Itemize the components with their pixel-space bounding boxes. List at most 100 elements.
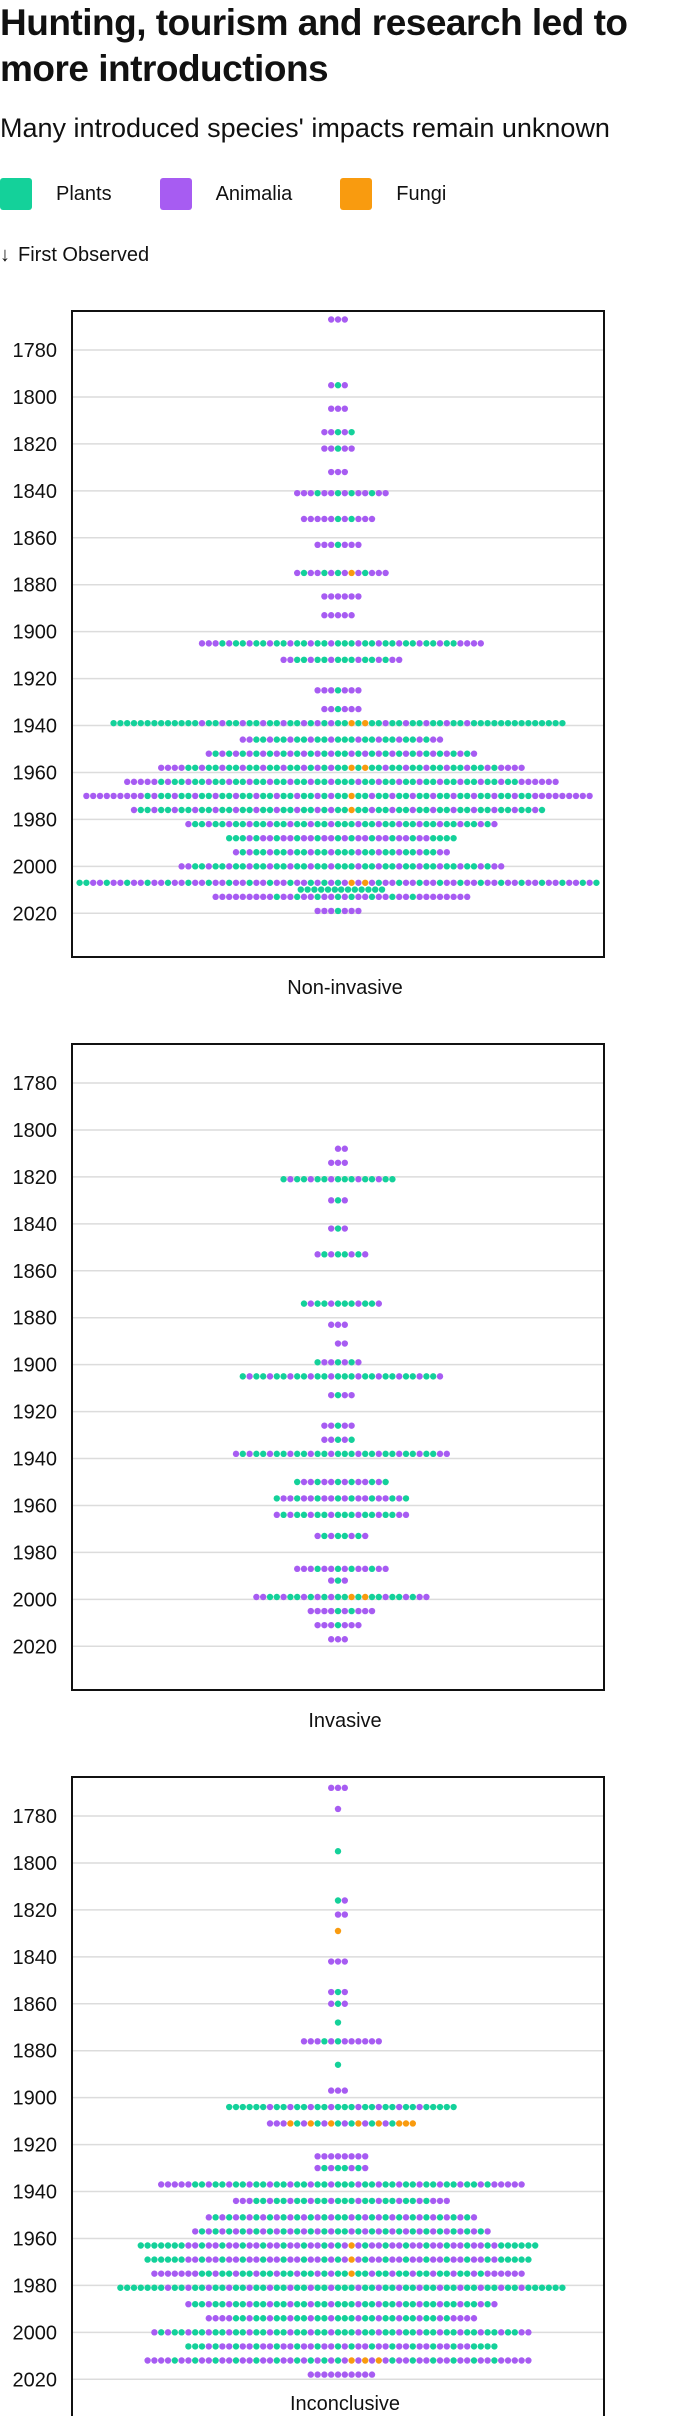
dot-plants[interactable] xyxy=(334,1422,342,1429)
dot-animalia[interactable] xyxy=(341,2371,348,2378)
dot-plants[interactable] xyxy=(416,764,423,771)
dot-plants[interactable] xyxy=(511,2284,518,2291)
dot-plants[interactable] xyxy=(334,806,342,814)
dot-animalia[interactable] xyxy=(280,719,287,727)
dot-fungi[interactable] xyxy=(334,1927,342,1935)
dot-plants[interactable] xyxy=(552,2284,559,2291)
dot-plants[interactable] xyxy=(334,1988,342,1996)
dot-animalia[interactable] xyxy=(328,1478,335,1486)
dot-plants[interactable] xyxy=(450,2214,457,2221)
dot-animalia[interactable] xyxy=(375,569,382,577)
dot-animalia[interactable] xyxy=(300,1478,308,1486)
dot-animalia[interactable] xyxy=(307,2181,314,2188)
dot-animalia[interactable] xyxy=(518,2181,525,2188)
dot-animalia[interactable] xyxy=(334,1958,342,1965)
dot-animalia[interactable] xyxy=(328,2000,335,2007)
dot-plants[interactable] xyxy=(341,2315,348,2322)
dot-plants[interactable] xyxy=(334,907,342,915)
dot-plants[interactable] xyxy=(253,863,260,870)
dot-animalia[interactable] xyxy=(287,2197,294,2205)
dot-animalia[interactable] xyxy=(246,834,253,842)
dot-animalia[interactable] xyxy=(355,1511,362,1519)
dot-animalia[interactable] xyxy=(314,687,321,694)
dot-plants[interactable] xyxy=(368,1565,376,1573)
dot-animalia[interactable] xyxy=(266,2181,274,2188)
dot-animalia[interactable] xyxy=(110,792,117,800)
dot-plants[interactable] xyxy=(117,719,124,727)
dot-plants[interactable] xyxy=(409,2343,416,2350)
dot-animalia[interactable] xyxy=(355,2242,362,2249)
dot-plants[interactable] xyxy=(477,719,484,727)
dot-animalia[interactable] xyxy=(457,2214,464,2221)
dot-animalia[interactable] xyxy=(239,2343,246,2350)
dot-plants[interactable] xyxy=(144,2284,151,2291)
dot-plants[interactable] xyxy=(430,2181,437,2188)
dot-animalia[interactable] xyxy=(436,2300,444,2308)
dot-animalia[interactable] xyxy=(409,2270,416,2277)
dot-animalia[interactable] xyxy=(321,1422,328,1429)
dot-plants[interactable] xyxy=(552,719,559,727)
dot-animalia[interactable] xyxy=(300,2228,308,2235)
dot-plants[interactable] xyxy=(532,719,539,727)
dot-plants[interactable] xyxy=(341,1511,348,1519)
dot-animalia[interactable] xyxy=(341,1197,348,1204)
dot-plants[interactable] xyxy=(409,764,416,771)
dot-animalia[interactable] xyxy=(348,1391,355,1399)
dot-plants[interactable] xyxy=(192,778,199,786)
dot-plants[interactable] xyxy=(477,792,484,800)
dot-animalia[interactable] xyxy=(300,1565,308,1573)
dot-plants[interactable] xyxy=(477,879,484,886)
dot-plants[interactable] xyxy=(579,879,586,886)
dot-plants[interactable] xyxy=(362,820,369,828)
dot-plants[interactable] xyxy=(477,806,484,814)
dot-animalia[interactable] xyxy=(321,1621,328,1629)
dot-plants[interactable] xyxy=(389,2103,396,2111)
dot-plants[interactable] xyxy=(382,750,389,757)
dot-animalia[interactable] xyxy=(328,1495,335,1502)
dot-plants[interactable] xyxy=(294,2357,301,2364)
dot-animalia[interactable] xyxy=(348,1251,355,1258)
dot-fungi[interactable] xyxy=(348,792,355,800)
dot-animalia[interactable] xyxy=(348,750,355,757)
dot-plants[interactable] xyxy=(334,820,342,828)
dot-animalia[interactable] xyxy=(158,2270,165,2277)
dot-animalia[interactable] xyxy=(511,2357,518,2364)
dot-plants[interactable] xyxy=(382,640,389,647)
dot-animalia[interactable] xyxy=(212,2315,219,2322)
dot-plants[interactable] xyxy=(232,640,240,647)
dot-plants[interactable] xyxy=(273,2181,280,2188)
dot-animalia[interactable] xyxy=(307,2329,314,2336)
dot-animalia[interactable] xyxy=(566,792,573,800)
dot-animalia[interactable] xyxy=(307,2371,314,2378)
dot-animalia[interactable] xyxy=(164,2270,172,2277)
dot-animalia[interactable] xyxy=(348,2228,355,2235)
dot-animalia[interactable] xyxy=(334,1159,342,1166)
dot-plants[interactable] xyxy=(443,820,450,828)
dot-animalia[interactable] xyxy=(198,640,206,647)
dot-animalia[interactable] xyxy=(341,1436,348,1443)
dot-plants[interactable] xyxy=(232,834,240,842)
dot-animalia[interactable] xyxy=(518,2329,525,2336)
dot-animalia[interactable] xyxy=(341,1911,348,1918)
dot-plants[interactable] xyxy=(192,719,199,727)
dot-plants[interactable] xyxy=(171,2242,178,2249)
dot-plants[interactable] xyxy=(253,719,260,727)
dot-animalia[interactable] xyxy=(164,764,172,771)
dot-animalia[interactable] xyxy=(253,893,260,901)
dot-plants[interactable] xyxy=(300,1450,308,1458)
dot-plants[interactable] xyxy=(294,893,301,901)
dot-plants[interactable] xyxy=(212,2181,219,2188)
dot-plants[interactable] xyxy=(158,719,165,727)
dot-plants[interactable] xyxy=(430,2329,437,2336)
dot-animalia[interactable] xyxy=(321,893,328,901)
dot-plants[interactable] xyxy=(450,834,457,842)
dot-plants[interactable] xyxy=(341,2300,348,2308)
dot-plants[interactable] xyxy=(362,2329,369,2336)
dot-animalia[interactable] xyxy=(294,2270,301,2277)
dot-animalia[interactable] xyxy=(90,792,97,800)
dot-plants[interactable] xyxy=(362,2242,369,2249)
dot-plants[interactable] xyxy=(253,2197,260,2205)
dot-animalia[interactable] xyxy=(341,1636,348,1643)
dot-plants[interactable] xyxy=(362,792,369,800)
dot-plants[interactable] xyxy=(375,792,382,800)
